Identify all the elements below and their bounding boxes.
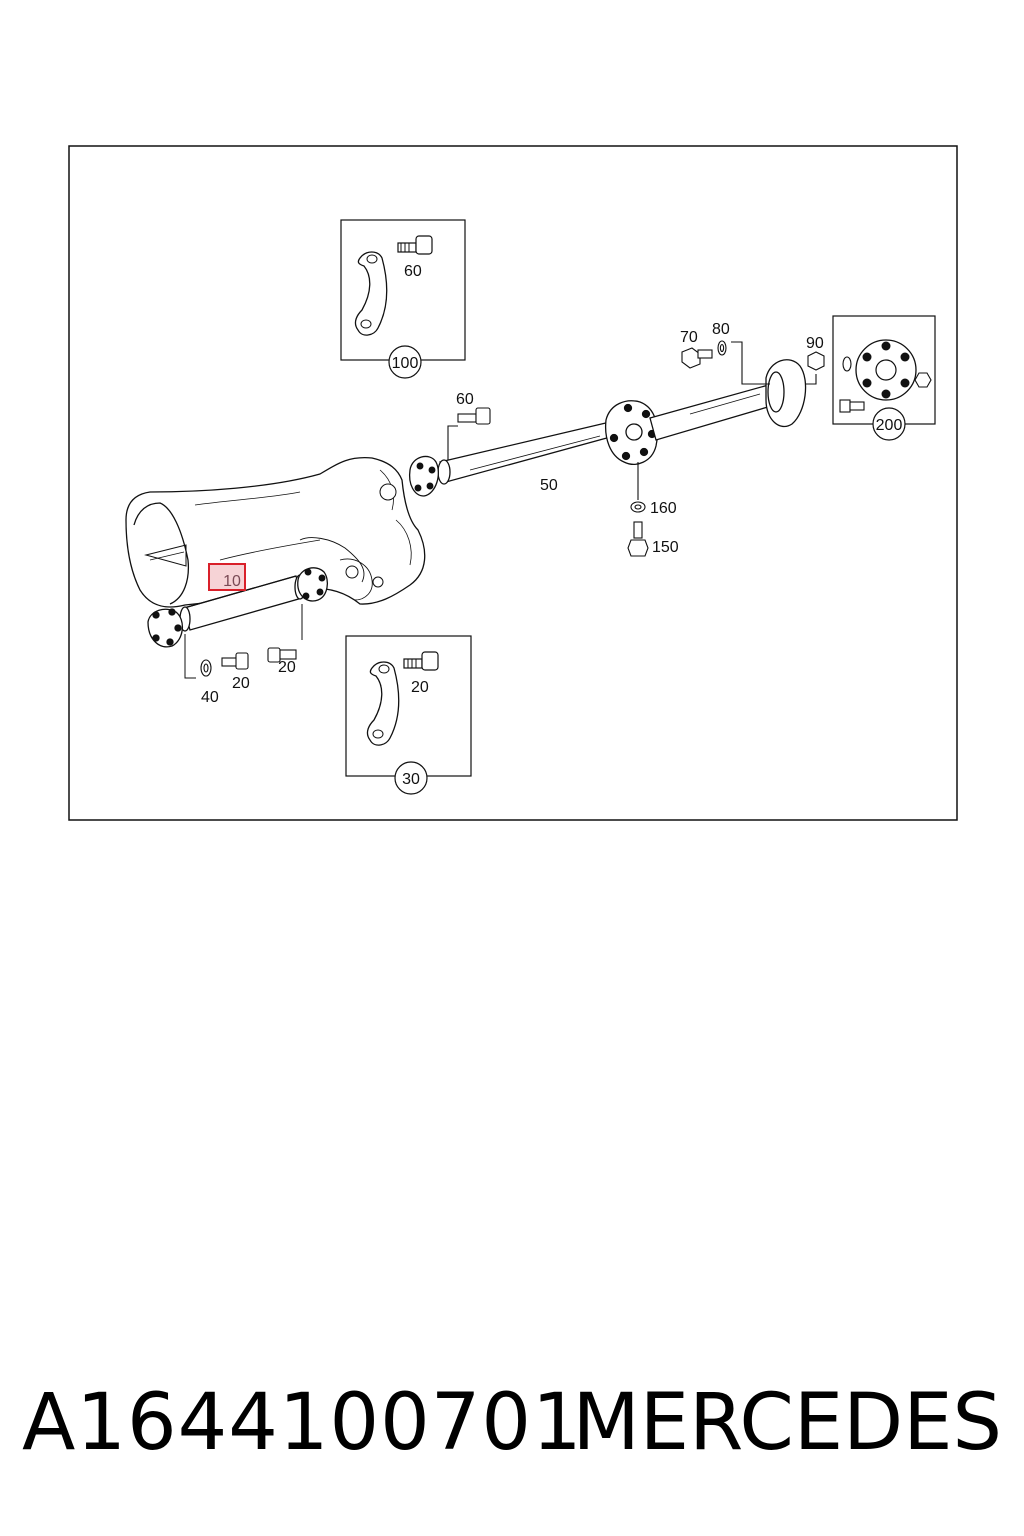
bolt-60-mid bbox=[447, 407, 491, 460]
callout-20-front-a: 20 bbox=[232, 675, 250, 692]
footer: A1644100701 MERCEDES bbox=[0, 1368, 1024, 1478]
part-number: A1644100701 bbox=[22, 1378, 583, 1468]
detail-box-100 bbox=[340, 219, 466, 379]
leader-lines-front bbox=[184, 604, 303, 679]
highlight-part-10 bbox=[208, 563, 246, 591]
diagram-frame bbox=[68, 145, 958, 821]
callout-20-front-b: 20 bbox=[278, 659, 296, 676]
callout-40: 40 bbox=[201, 689, 219, 706]
callout-60-mid: 60 bbox=[456, 391, 474, 408]
callout-90: 90 bbox=[806, 335, 824, 352]
detail-box-200 bbox=[832, 315, 936, 441]
fasteners-70-80 bbox=[681, 340, 770, 385]
transmission-housing bbox=[125, 456, 426, 608]
callout-50: 50 bbox=[540, 477, 558, 494]
fasteners-150-160 bbox=[627, 462, 649, 557]
callout-200: 200 bbox=[876, 417, 903, 434]
callout-20-box30: 20 bbox=[411, 679, 429, 696]
callout-100: 100 bbox=[392, 355, 419, 372]
propeller-shaft-50 bbox=[408, 359, 807, 497]
callout-150: 150 bbox=[652, 539, 679, 556]
callout-70: 70 bbox=[680, 329, 698, 346]
callout-80: 80 bbox=[712, 321, 730, 338]
brand-name: MERCEDES bbox=[572, 1378, 1003, 1468]
callout-10: 10 bbox=[223, 573, 241, 590]
front-fasteners bbox=[200, 647, 297, 677]
nut-90 bbox=[806, 351, 825, 385]
front-shaft-10 bbox=[147, 567, 329, 648]
detail-box-30 bbox=[345, 635, 472, 795]
callout-160: 160 bbox=[650, 500, 677, 517]
callout-60-top: 60 bbox=[404, 263, 422, 280]
callout-30: 30 bbox=[402, 771, 420, 788]
